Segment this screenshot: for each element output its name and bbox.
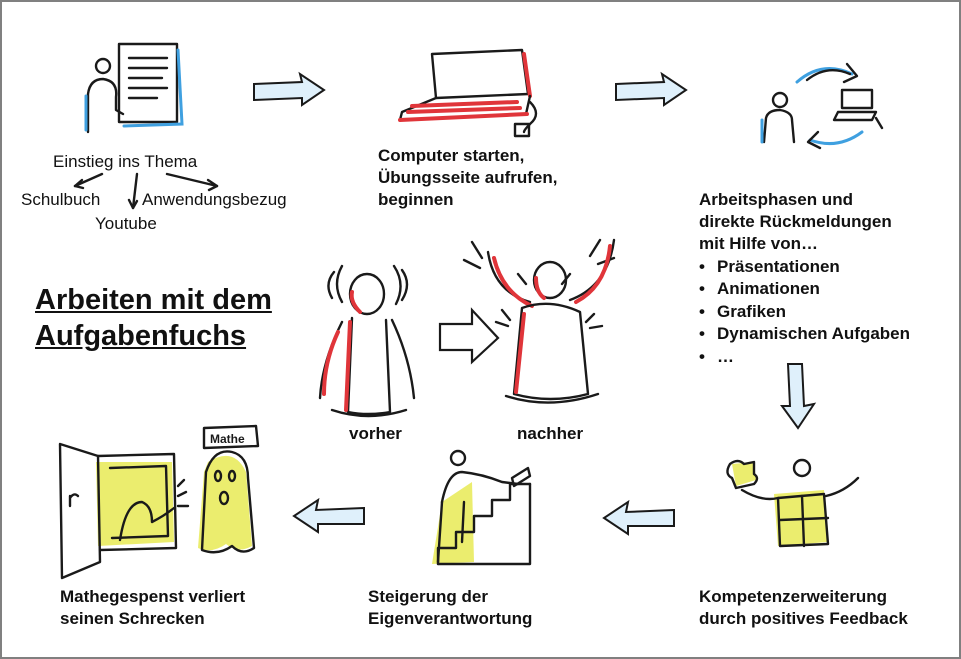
title-line2: Aufgabenfuchs — [35, 320, 247, 352]
step1-bottom-label: Youtube — [95, 214, 157, 233]
step1-left-label: Schulbuch — [21, 190, 101, 209]
arrow-right-icon — [615, 71, 688, 107]
happy-person-icon — [462, 238, 616, 404]
arrow-left-icon — [292, 497, 365, 534]
step6-line1: Mathegespenst verliert — [60, 587, 246, 606]
list-item: Animationen — [699, 278, 910, 301]
step2-line2: Übungsseite aufrufen, — [378, 168, 558, 187]
before-label: vorher — [349, 424, 402, 443]
step1-right-label: Anwendungsbezug — [142, 190, 287, 209]
arrow-right-icon — [438, 307, 500, 365]
step3-line1: Arbeitsphasen und — [699, 190, 853, 209]
step5-line2: Eigenverantwortung — [368, 609, 533, 628]
math-sign-label: Mathe — [210, 432, 245, 446]
laptop-icon — [398, 48, 538, 138]
list-item: Grafiken — [699, 301, 910, 324]
step3-line3: mit Hilfe von… — [699, 234, 819, 253]
teacher-document-icon — [84, 42, 184, 134]
arrow-left-icon — [602, 499, 675, 536]
list-item: … — [699, 346, 910, 369]
list-item: Dynamischen Aufgaben — [699, 323, 910, 346]
diagram-title: Arbeiten mit dem Aufgabenfuchs — [35, 282, 272, 354]
door-ghost-icon — [58, 424, 260, 580]
step1-main-label: Einstieg ins Thema — [53, 152, 198, 171]
topic-branch-arrows — [73, 172, 219, 210]
arrow-down-icon — [780, 363, 817, 430]
step5-line1: Steigerung der — [368, 587, 488, 606]
stairs-climber-icon — [432, 449, 532, 566]
after-label: nachher — [517, 424, 584, 443]
title-line1: Arbeiten mit dem — [35, 284, 272, 316]
step2-line1: Computer starten, — [378, 146, 525, 165]
feedback-cycle-icon — [760, 62, 884, 150]
list-item: Präsentationen — [699, 256, 910, 279]
step6-line2: seinen Schrecken — [60, 609, 205, 628]
step3-line2: direkte Rückmeldungen — [699, 212, 892, 231]
step3-tool-list: Präsentationen Animationen Grafiken Dyna… — [699, 256, 910, 368]
puzzle-person-icon — [726, 458, 860, 548]
stressed-person-icon — [318, 264, 416, 418]
step4-line2: durch positives Feedback — [699, 609, 908, 628]
step4-line1: Kompetenzerweiterung — [699, 587, 887, 606]
arrow-right-icon — [253, 71, 326, 107]
step2-line3: beginnen — [378, 190, 454, 209]
